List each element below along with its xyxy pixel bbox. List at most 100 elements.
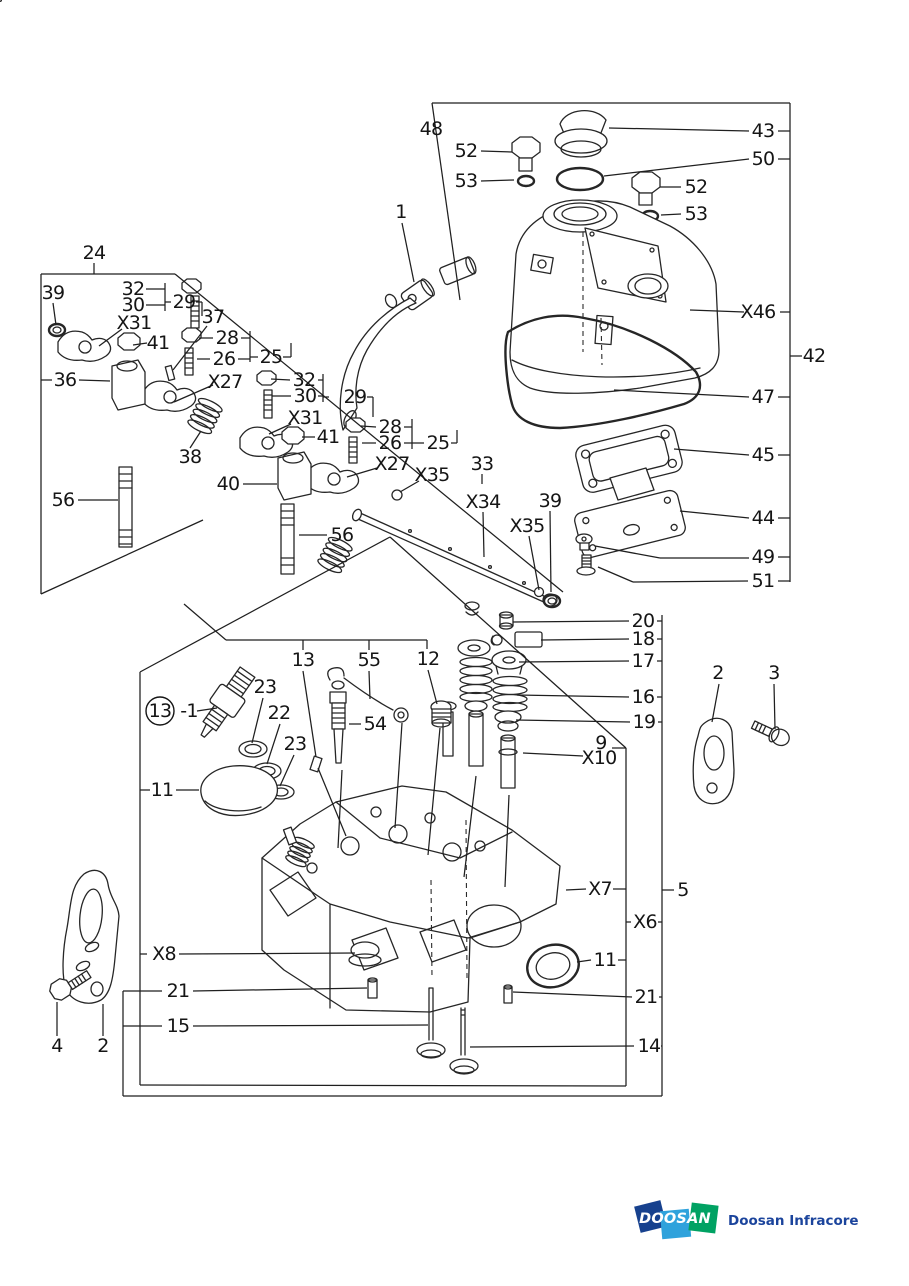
callout-label: 16 — [632, 686, 655, 708]
leader-line — [673, 448, 750, 456]
callout-label: X35 — [414, 464, 449, 486]
leader-line — [172, 325, 208, 371]
callout-label: 28 — [216, 327, 239, 349]
oil-cap-sketch — [554, 109, 608, 158]
leader-line — [660, 213, 682, 216]
callout-label: 5 — [677, 879, 688, 901]
callout-label: 21 — [167, 980, 190, 1002]
leader-line — [540, 638, 630, 641]
callout-label: 18 — [632, 628, 655, 650]
leader-line — [317, 767, 347, 837]
leader-line — [594, 545, 661, 559]
leader-line — [576, 959, 592, 963]
doosan-logo-wordmark: DOOSAN — [639, 1211, 711, 1227]
leader-line — [518, 660, 630, 663]
leader-line — [270, 378, 291, 381]
callout-label: 39 — [539, 490, 562, 512]
callout-label: 32 — [293, 369, 316, 391]
callout-label: -1 — [180, 700, 198, 722]
callout-label: 13 — [292, 649, 315, 671]
callout-label: 30 — [294, 385, 317, 407]
callout-label: 4 — [51, 1035, 63, 1057]
leader-line — [632, 580, 749, 583]
callout-label: 12 — [417, 648, 440, 670]
leader-line — [613, 389, 750, 398]
callout-label: 43 — [752, 120, 775, 142]
leader-line — [192, 1024, 429, 1027]
bolt-49-51-sketch — [575, 533, 596, 576]
leader-line — [346, 467, 378, 478]
callout-label: 42 — [803, 345, 826, 367]
callout-label: 44 — [752, 507, 775, 529]
leader-line — [98, 328, 123, 347]
callout-label: 21 — [635, 986, 658, 1008]
footer-brand: DOOSAN Doosan Infracore — [0, 1192, 909, 1252]
rocker-group-1-sketch — [47, 278, 223, 435]
rocker-shaft-sketch — [0, 0, 562, 609]
leader-line — [512, 620, 630, 623]
leader-line — [399, 480, 420, 493]
glowplug-sketch — [309, 667, 452, 773]
leader-line — [174, 273, 564, 593]
leader-line — [679, 510, 750, 519]
valve-cover-sketch — [509, 199, 720, 394]
leader-line — [549, 510, 552, 593]
hidden-line — [430, 879, 433, 979]
leader-line — [504, 794, 510, 888]
callout-label: X27 — [374, 453, 409, 475]
callout-label: 41 — [147, 332, 170, 354]
leader-line — [52, 302, 57, 326]
leader-line — [360, 425, 377, 428]
callout-label: 52 — [455, 140, 478, 162]
callout-label: 45 — [752, 444, 775, 466]
callout-label: 50 — [752, 148, 775, 170]
callout-label: 47 — [752, 386, 775, 408]
callout-label: 39 — [42, 282, 65, 304]
leader-line — [482, 511, 485, 558]
leader-line — [469, 1045, 635, 1048]
callout-label: 23 — [254, 676, 277, 698]
company-name: Doosan Infracore — [728, 1213, 859, 1229]
callout-label: 53 — [685, 203, 708, 225]
leader-line — [597, 566, 634, 583]
callout-label: 22 — [268, 702, 291, 724]
leader-line — [337, 769, 343, 849]
callout-label: X6 — [633, 911, 657, 933]
leader-line — [183, 603, 227, 641]
callout-label: X8 — [152, 943, 176, 965]
hidden-line — [600, 317, 603, 366]
callout-label: 29 — [173, 291, 196, 313]
valves-sketch — [416, 987, 479, 1075]
leader-line — [394, 722, 403, 829]
leader-line — [431, 102, 461, 301]
leader-line — [608, 127, 750, 132]
leader-line — [196, 707, 218, 712]
callout-label: 25 — [260, 346, 283, 368]
callout-label: 28 — [379, 416, 402, 438]
leader-line — [427, 669, 438, 705]
leader-line — [173, 384, 214, 403]
baffle-44-sketch — [574, 467, 686, 559]
leader-line — [279, 754, 295, 787]
injector-sketch — [200, 666, 295, 817]
leader-line — [302, 670, 317, 758]
leader-line — [178, 952, 356, 955]
leader-line — [401, 222, 415, 283]
bolt-52-left-sketch — [511, 136, 541, 188]
leader-line — [266, 723, 281, 765]
leader-line — [389, 536, 627, 749]
callout-label: 1 — [395, 201, 406, 223]
parts-sketch — [0, 0, 790, 1075]
callout-label: 3 — [768, 662, 779, 684]
leader-line — [192, 987, 368, 992]
callout-label: 17 — [632, 650, 655, 672]
callout-label: 54 — [364, 713, 387, 735]
callout-label: X10 — [581, 747, 616, 769]
callout-label: X46 — [740, 301, 775, 323]
leader-line — [139, 536, 391, 673]
callout-label: 24 — [83, 242, 106, 264]
callout-label: 53 — [455, 170, 478, 192]
